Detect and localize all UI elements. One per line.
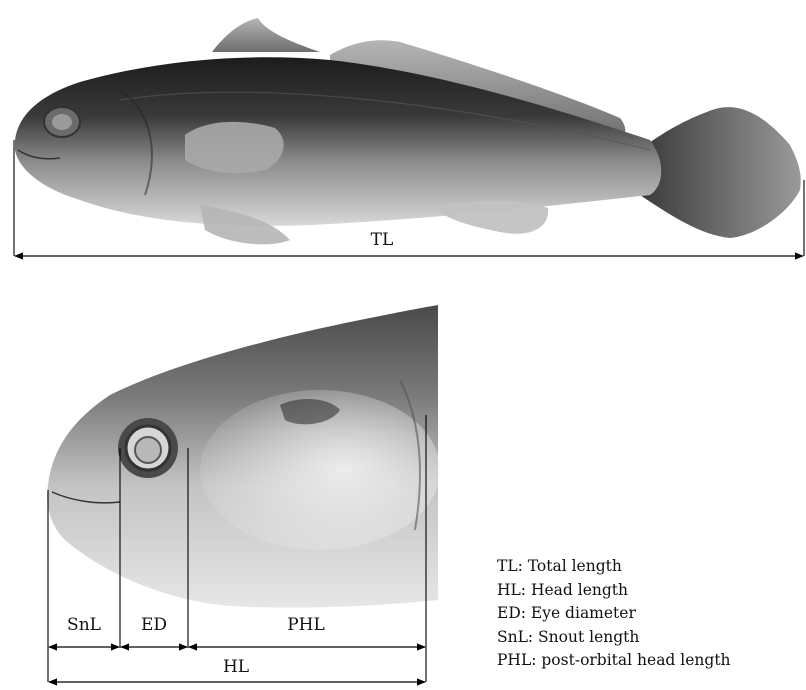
snl-label: SnL [67, 615, 101, 635]
legend-item-ed: ED: Eye diameter [497, 602, 731, 626]
pectoral-fin [185, 122, 284, 173]
legend-item-phl: PHL: post-orbital head length [497, 649, 731, 673]
ed-label: ED [141, 615, 167, 635]
legend-item-tl: TL: Total length [497, 555, 731, 579]
head-eye-pupil [135, 437, 161, 463]
legend-item-snl: SnL: Snout length [497, 626, 731, 650]
head-closeup-image [47, 305, 440, 608]
abbreviation-legend: TL: Total length HL: Head length ED: Eye… [497, 555, 731, 673]
fish-body [15, 57, 661, 226]
legend-item-hl: HL: Head length [497, 579, 731, 603]
caudal-fin [640, 107, 801, 238]
spiny-dorsal-fin [212, 18, 320, 52]
tl-label: TL [371, 230, 394, 250]
anal-fin [440, 201, 548, 234]
phl-label: PHL [287, 615, 325, 635]
hl-label: HL [223, 657, 249, 677]
fish-pupil [52, 114, 72, 130]
whole-fish-image [15, 18, 801, 244]
